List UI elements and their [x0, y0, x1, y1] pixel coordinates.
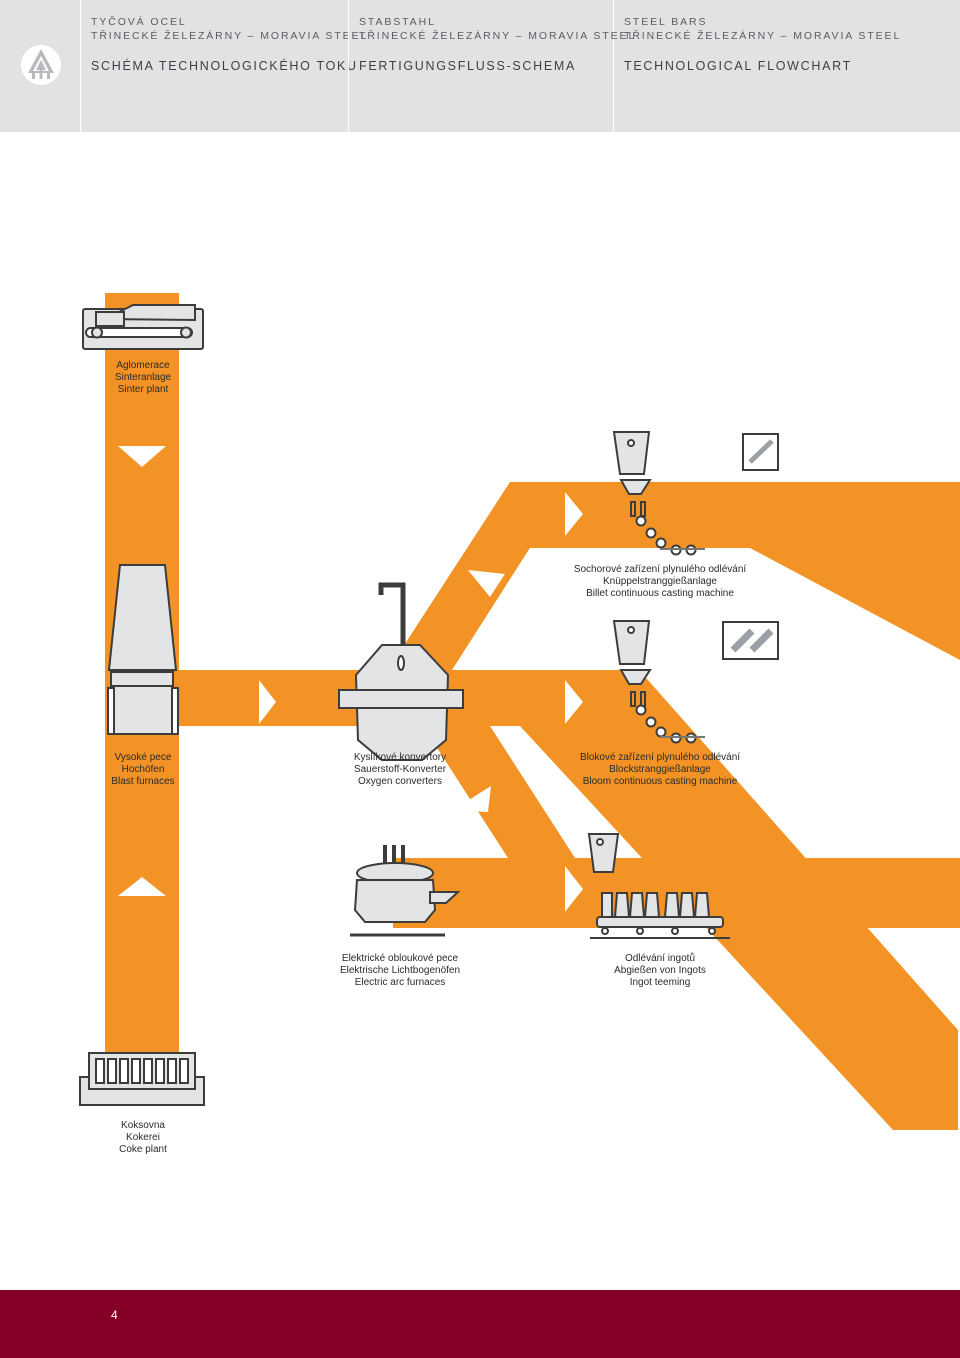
electric-arc-furnace-label: Elektrické obloukové pece Elektrische Li… [340, 953, 460, 989]
label-en: Billet continuous casting machine [586, 588, 734, 599]
flow-direction-arrows [118, 446, 915, 912]
arrow-diagonal-icon [453, 786, 491, 812]
header-divider [348, 0, 349, 132]
label-cz: Kyslíkové konvertory [353, 752, 447, 763]
label-de: Blockstranggießanlage [609, 764, 711, 775]
label-de: Knüppelstranggießanlage [603, 576, 717, 587]
label-en: Ingot teeming [629, 977, 691, 988]
company-logo-icon [21, 45, 61, 85]
billet-caster-label: Sochorové zařízení plynulého odlévání Kn… [574, 564, 746, 600]
header-line1-en: STEEL BARS [624, 16, 708, 28]
label-en: Sinter plant [117, 384, 169, 395]
label-de: Hochöfen [121, 764, 165, 775]
header-title-en: TECHNOLOGICAL FLOWCHART [624, 59, 853, 73]
header-line1-cz: TYČOVÁ OCEL [91, 16, 187, 28]
page-number: 4 [111, 1308, 118, 1322]
arrow-diagonal-icon [878, 784, 915, 810]
bloom-caster-label: Blokové zařízení plynulého odlévání Bloc… [580, 752, 740, 788]
right-upper-wedge [750, 548, 960, 660]
footer-bar: 4 [0, 1290, 960, 1358]
label-en: Bloom continuous casting machine [582, 776, 738, 787]
label-de: Sinteranlage [114, 372, 172, 383]
blast-furnace-icon [107, 564, 179, 735]
label-en: Coke plant [119, 1144, 167, 1155]
arrow-right-icon [259, 680, 276, 724]
sinter-plant-label: Aglomerace Sinteranlage Sinter plant [115, 360, 171, 396]
label-de: Elektrische Lichtbogenöfen [339, 965, 461, 976]
bloom-caster-icon [612, 620, 779, 744]
ingot-teeming-icon [587, 833, 730, 939]
flowchart-diagram [79, 293, 960, 1130]
header-line2-en: TŘINECKÉ ŽELEZÁRNY – MORAVIA STEEL [624, 30, 902, 42]
header-title-cz: SCHÉMA TECHNOLOGICKÉHO TOKU [91, 59, 358, 73]
label-cz: Aglomerace [116, 360, 170, 371]
flow-bands [105, 293, 960, 1130]
label-cz: Elektrické obloukové pece [341, 953, 459, 964]
coke-plant-icon [79, 1052, 205, 1106]
diagonal-arc-connector [423, 726, 575, 858]
upper-flow-band [510, 482, 960, 548]
header-divider [80, 0, 81, 132]
label-en: Electric arc furnaces [354, 977, 446, 988]
coke-plant-label: Koksovna Kokerei Coke plant [119, 1120, 167, 1156]
header-line2-de: TŘINECKÉ ŽELEZÁRNY – MORAVIA STEEL [359, 30, 637, 42]
electric-arc-furnace-icon [350, 845, 461, 937]
arrow-right-icon [565, 492, 583, 536]
arrow-right-icon [565, 866, 583, 912]
label-cz: Vysoké pece [114, 752, 172, 763]
sinter-plant-icon [82, 304, 204, 350]
arrow-diagonal-icon [468, 570, 505, 597]
label-en: Oxygen converters [358, 776, 442, 787]
machines [79, 304, 779, 1106]
header-title-de: FERTIGUNGSFLUSS-SCHEMA [359, 59, 577, 73]
right-gap [770, 740, 900, 830]
label-cz: Blokové zařízení plynulého odlévání [579, 752, 741, 763]
label-cz: Koksovna [121, 1120, 165, 1131]
blast-furnace-label: Vysoké pece Hochöfen Blast furnaces [111, 752, 174, 788]
oxygen-converter-icon [338, 582, 464, 761]
arrow-down-icon [118, 446, 166, 467]
label-cz: Sochorové zařízení plynulého odlévání [573, 564, 747, 575]
label-de: Sauerstoff-Konverter [353, 764, 447, 775]
header: TYČOVÁ OCEL TŘINECKÉ ŽELEZÁRNY – MORAVIA… [0, 0, 960, 132]
arrow-up-icon [118, 877, 166, 896]
oxygen-converter-label: Kyslíkové konvertory Sauerstoff-Konverte… [354, 752, 446, 788]
label-de: Kokerei [126, 1132, 160, 1143]
arrow-right-icon [565, 680, 583, 724]
billet-caster-icon [612, 431, 779, 556]
ingot-teeming-label: Odlévání ingotů Abgießen von Ingots Ingo… [614, 953, 706, 989]
header-line2-cz: TŘINECKÉ ŽELEZÁRNY – MORAVIA STEEL [91, 30, 369, 42]
header-line1-de: STABSTAHL [359, 16, 436, 28]
header-divider [613, 0, 614, 132]
label-en: Blast furnaces [111, 776, 175, 787]
label-de: Abgießen von Ingots [614, 965, 706, 976]
label-cz: Odlévání ingotů [624, 953, 696, 964]
